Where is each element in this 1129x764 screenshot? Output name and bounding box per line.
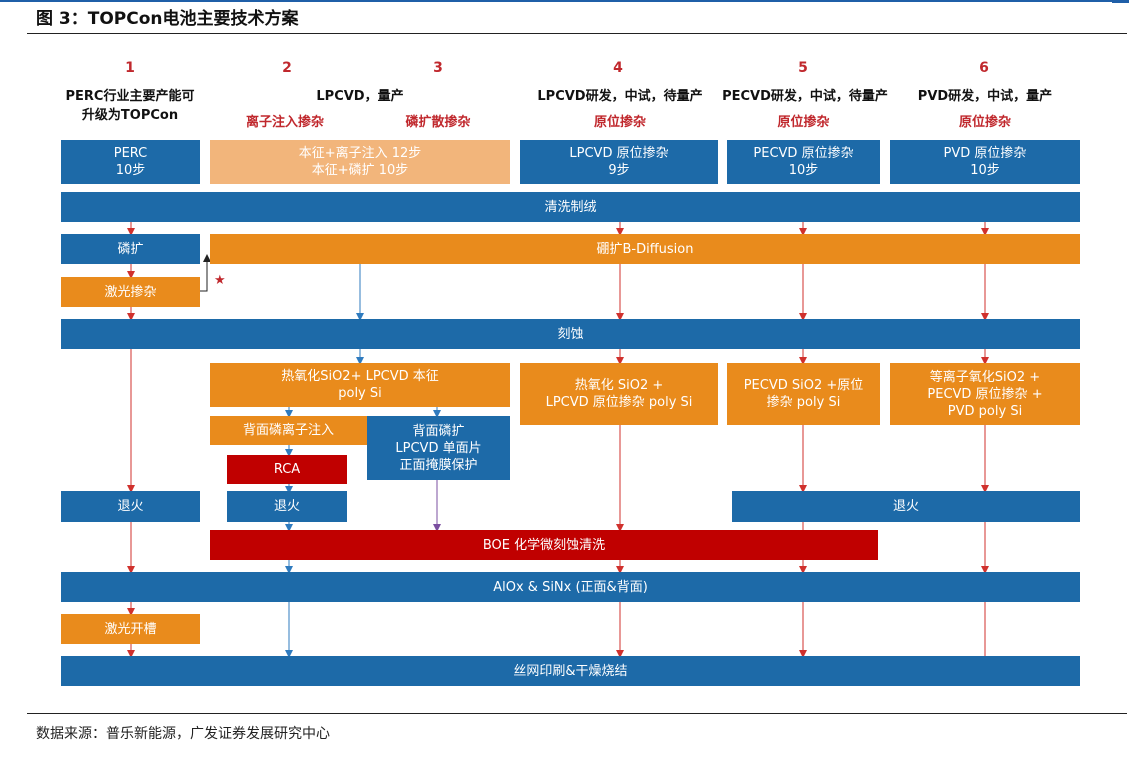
column-number-4: 4 bbox=[613, 60, 623, 76]
plasma-oxide-pvd-box: 等离子氧化SiO2 + PECVD 原位掺杂 + PVD poly Si bbox=[890, 363, 1080, 425]
column-5-header: PECVD研发，中试，待量产 bbox=[722, 89, 888, 104]
alox-sinx-bar: AlOx & SiNx (正面&背面) bbox=[61, 572, 1080, 602]
top-rule-accent bbox=[1112, 0, 1129, 3]
pvd-insitu-box: PVD 原位掺杂 10步 bbox=[890, 140, 1080, 184]
anneal-box-column-1: 退火 bbox=[61, 491, 200, 522]
backside-phosphorus-diffusion-box: 背面磷扩 LPCVD 单面片 正面掩膜保护 bbox=[367, 416, 510, 480]
column-4-subheader: 原位掺杂 bbox=[593, 115, 646, 130]
column-6-header: PVD研发，中试，量产 bbox=[917, 89, 1053, 104]
column-4-header: LPCVD研发，中试，待量产 bbox=[537, 89, 703, 104]
etching-bar: 刻蚀 bbox=[61, 319, 1080, 349]
column-number-5: 5 bbox=[798, 60, 808, 76]
column-6-subheader: 原位掺杂 bbox=[958, 115, 1011, 130]
backside-phosphorus-implant-box: 背面磷离子注入 bbox=[210, 416, 367, 445]
column-2-subheader: 离子注入掺杂 bbox=[245, 115, 324, 130]
thermal-oxide-lpcvd-insitu-box: 热氧化 SiO2 + LPCVD 原位掺杂 poly Si bbox=[520, 363, 718, 425]
column-1-header: PERC行业主要产能可 升级为TOPCon bbox=[65, 89, 195, 123]
texturing-bar: 清洗制绒 bbox=[61, 192, 1080, 222]
phosphorus-diffusion-box: 磷扩 bbox=[61, 234, 200, 264]
source-note: 数据来源：普乐新能源，广发证券发展研究中心 bbox=[36, 726, 330, 742]
boron-diffusion-bar: 硼扩B-Diffusion bbox=[210, 234, 1080, 264]
pecvd-sio2-insitu-box: PECVD SiO2 +原位 掺杂 poly Si bbox=[727, 363, 880, 425]
column-number-2: 2 bbox=[282, 60, 292, 76]
arrow-laser-to-bdiff bbox=[199, 254, 211, 292]
top-rule bbox=[0, 0, 1112, 2]
boe-etch-clean-bar: BOE 化学微刻蚀清洗 bbox=[210, 530, 878, 560]
pecvd-insitu-box: PECVD 原位掺杂 10步 bbox=[727, 140, 880, 184]
lpcvd-insitu-box: LPCVD 原位掺杂 9步 bbox=[520, 140, 718, 184]
column-3-subheader: 磷扩散掺杂 bbox=[405, 115, 471, 130]
thermal-oxide-lpcvd-intrinsic-box: 热氧化SiO2+ LPCVD 本征 poly Si bbox=[210, 363, 510, 407]
laser-doping-box: 激光掺杂 bbox=[61, 277, 200, 307]
column-number-1: 1 bbox=[125, 60, 135, 76]
column-number-3: 3 bbox=[433, 60, 443, 76]
laser-grooving-box: 激光开槽 bbox=[61, 614, 200, 644]
screen-printing-sintering-bar: 丝网印刷&干燥烧结 bbox=[61, 656, 1080, 686]
footer-divider bbox=[27, 713, 1127, 714]
column-23-header: LPCVD，量产 bbox=[316, 89, 404, 104]
anneal-box-column-2: 退火 bbox=[227, 491, 347, 522]
column-number-6: 6 bbox=[979, 60, 989, 76]
lpcvd-mass-production-box: 本征+离子注入 12步 本征+磷扩 10步 bbox=[210, 140, 510, 184]
star-marker: ★ bbox=[214, 273, 226, 288]
figure-title: 图 3：TOPCon电池主要技术方案 bbox=[36, 9, 299, 29]
anneal-bar-columns-5-6: 退火 bbox=[732, 491, 1080, 522]
perc-box: PERC 10步 bbox=[61, 140, 200, 184]
title-divider bbox=[27, 33, 1127, 34]
rca-clean-box: RCA bbox=[227, 455, 347, 484]
column-5-subheader: 原位掺杂 bbox=[777, 115, 830, 130]
